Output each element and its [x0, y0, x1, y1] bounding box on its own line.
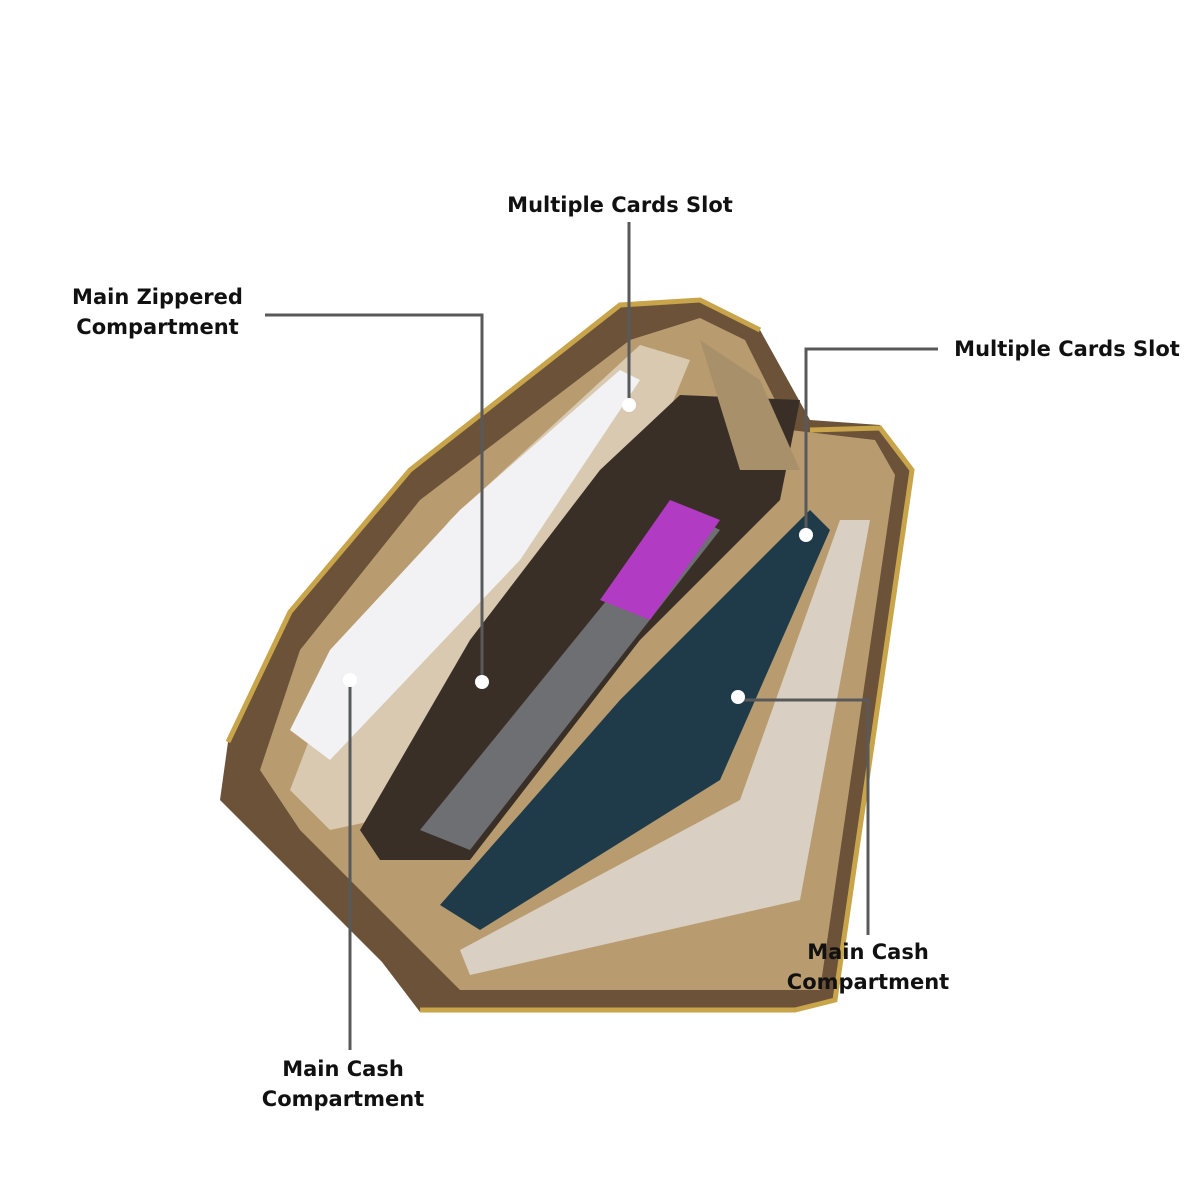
bank-notes — [290, 370, 640, 760]
label-line: Compartment — [261, 1087, 425, 1111]
label-line: Multiple Cards Slot — [954, 337, 1180, 361]
marker-dot-cash-left — [343, 673, 357, 687]
marker-dots — [343, 398, 813, 704]
phone-item — [440, 510, 830, 930]
label-line: Main Cash — [282, 1057, 404, 1081]
lipstick-item — [600, 500, 720, 620]
label-main-zippered-compartment: Main Zippered Compartment — [40, 282, 275, 342]
label-multiple-cards-slot-right: Multiple Cards Slot — [942, 334, 1192, 364]
label-line: Main Zippered — [72, 285, 243, 309]
label-main-cash-compartment-left: Main Cash Compartment — [233, 1054, 453, 1114]
zipper-right — [420, 425, 915, 1013]
label-line: Compartment — [76, 315, 239, 339]
marker-dot-cash-right — [731, 690, 745, 704]
leader-lines — [265, 222, 938, 1050]
leader-line-cards-right — [804, 347, 938, 535]
label-line: Compartment — [786, 970, 950, 994]
cash-compartment-right — [460, 520, 870, 975]
zipper — [225, 297, 762, 744]
leader-line-zippered — [265, 313, 484, 682]
label-line: Main Cash — [807, 940, 929, 964]
wallet-photo — [220, 297, 915, 1013]
marker-dot-cards-top — [622, 398, 636, 412]
label-main-cash-compartment-right: Main Cash Compartment — [758, 937, 978, 997]
card-slots-right — [700, 340, 800, 470]
marker-dot-zippered — [475, 675, 489, 689]
label-line: Multiple Cards Slot — [507, 193, 733, 217]
marker-dot-cards-right — [799, 528, 813, 542]
label-multiple-cards-slot-top: Multiple Cards Slot — [490, 190, 750, 220]
